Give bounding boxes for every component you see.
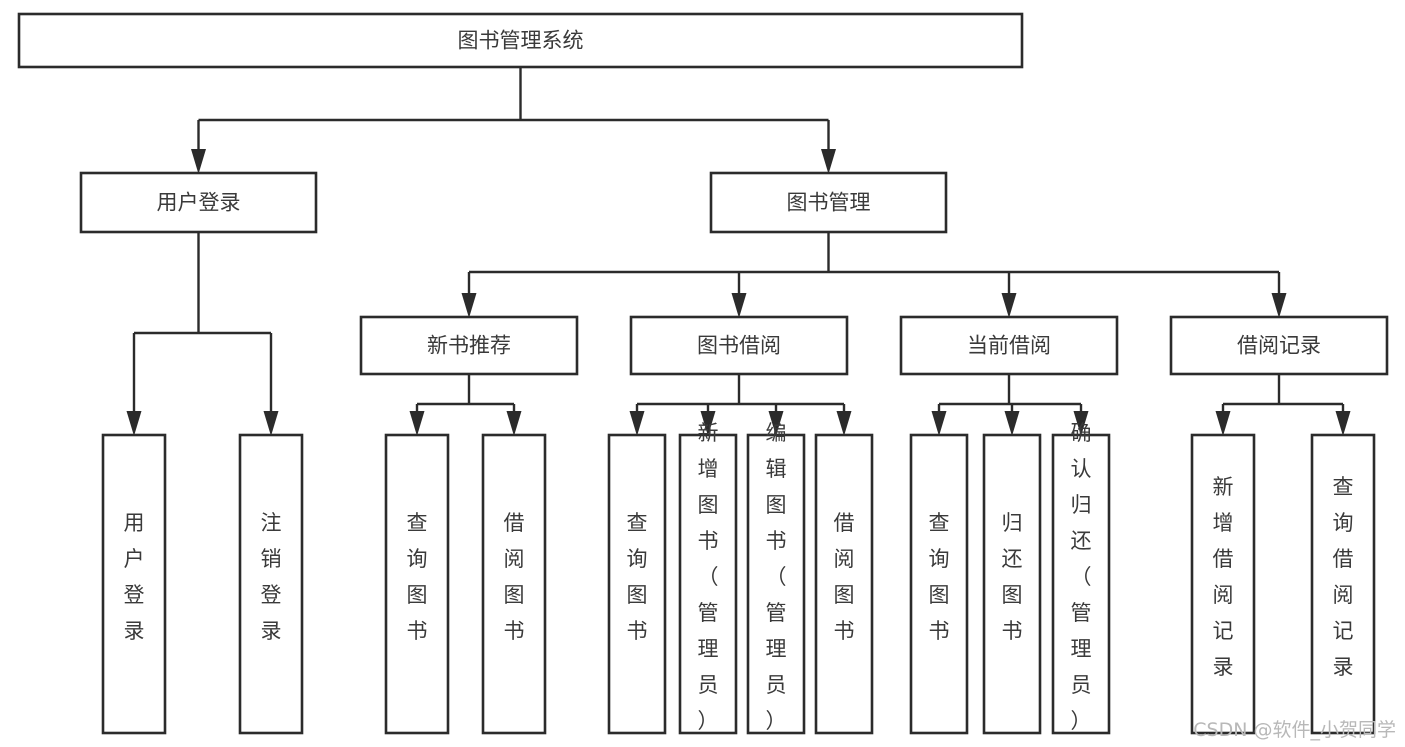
- node-layer: 图书管理系统用户登录图书管理新书推荐图书借阅当前借阅借阅记录用户登录注销登录查询…: [17, 12, 1389, 735]
- node-label-leaf-query-record: 查询借阅记录: [1333, 475, 1354, 679]
- connector-layer: [126, 67, 1351, 436]
- node-leaf-query-record[interactable]: 查询借阅记录: [1310, 433, 1376, 735]
- node-box-leaf-logout[interactable]: [238, 433, 304, 735]
- node-label-root: 图书管理系统: [458, 29, 584, 53]
- node-label-leaf-logout: 注销登录: [261, 511, 282, 643]
- node-label-leaf-borrow-book-bb: 借阅图书: [834, 511, 855, 643]
- arrow-head-icon-leaf-user-login: [126, 411, 142, 436]
- node-box-leaf-confirm-return[interactable]: [1051, 433, 1111, 735]
- node-root[interactable]: 图书管理系统: [17, 12, 1024, 69]
- arrow-head-icon-new-book-recommend: [461, 293, 477, 318]
- arrow-head-icon-leaf-add-record: [1215, 411, 1231, 436]
- node-box-book-manage[interactable]: [709, 171, 948, 234]
- node-box-leaf-query-book-bb[interactable]: [607, 433, 667, 735]
- node-label-leaf-borrow-book-nbr: 借阅图书: [504, 511, 525, 643]
- csdn-watermark: CSDN @软件_小贺同学: [1193, 719, 1396, 741]
- node-label-leaf-query-book-nbr: 查询图书: [407, 511, 428, 643]
- arrow-head-icon-borrow-record: [1271, 293, 1287, 318]
- node-box-root[interactable]: [17, 12, 1024, 69]
- node-box-new-book-recommend[interactable]: [359, 315, 579, 376]
- node-label-borrow-record: 借阅记录: [1237, 334, 1321, 358]
- node-label-leaf-user-login: 用户登录: [124, 511, 145, 643]
- arrow-head-icon-leaf-borrow-book-nbr: [506, 411, 522, 436]
- node-book-borrow[interactable]: 图书借阅: [629, 315, 849, 376]
- node-label-user-login: 用户登录: [157, 191, 241, 215]
- arrow-head-icon-leaf-logout: [263, 411, 279, 436]
- node-label-new-book-recommend: 新书推荐: [427, 334, 511, 358]
- node-label-current-borrow: 当前借阅: [967, 334, 1051, 358]
- node-box-borrow-record[interactable]: [1169, 315, 1389, 376]
- arrow-head-icon-leaf-edit-book: [768, 411, 784, 436]
- node-box-leaf-user-login[interactable]: [101, 433, 167, 735]
- node-leaf-logout[interactable]: 注销登录: [238, 433, 304, 735]
- node-box-leaf-query-book-nbr[interactable]: [384, 433, 450, 735]
- node-leaf-add-record[interactable]: 新增借阅记录: [1190, 433, 1256, 735]
- arrow-head-icon-leaf-query-book-bb: [629, 411, 645, 436]
- node-box-leaf-return-book[interactable]: [982, 433, 1042, 735]
- node-label-book-borrow: 图书借阅: [697, 334, 781, 358]
- arrow-head-icon-leaf-borrow-book-bb: [836, 411, 852, 436]
- arrow-head-icon-leaf-return-book: [1004, 411, 1020, 436]
- node-leaf-user-login[interactable]: 用户登录: [101, 433, 167, 735]
- arrow-head-icon-leaf-add-book: [700, 411, 716, 436]
- node-box-leaf-add-record[interactable]: [1190, 433, 1256, 735]
- arrow-head-icon-leaf-confirm-return: [1073, 411, 1089, 436]
- arrow-head-icon-leaf-query-book-nbr: [409, 411, 425, 436]
- node-box-user-login[interactable]: [79, 171, 318, 234]
- node-leaf-add-book[interactable]: 新增图书（管理员）: [678, 421, 738, 735]
- arrow-head-icon-book-borrow: [731, 293, 747, 318]
- arrow-head-icon-current-borrow: [1001, 293, 1017, 318]
- node-box-leaf-query-record[interactable]: [1310, 433, 1376, 735]
- node-label-leaf-add-record: 新增借阅记录: [1213, 475, 1234, 679]
- node-box-leaf-edit-book[interactable]: [746, 433, 806, 735]
- node-label-leaf-query-book-cb: 查询图书: [929, 511, 950, 643]
- node-leaf-return-book[interactable]: 归还图书: [982, 433, 1042, 735]
- node-leaf-borrow-book-bb[interactable]: 借阅图书: [814, 433, 874, 735]
- node-leaf-borrow-book-nbr[interactable]: 借阅图书: [481, 433, 547, 735]
- node-book-manage[interactable]: 图书管理: [709, 171, 948, 234]
- node-leaf-query-book-cb[interactable]: 查询图书: [909, 433, 969, 735]
- node-box-book-borrow[interactable]: [629, 315, 849, 376]
- node-leaf-edit-book[interactable]: 编辑图书（管理员）: [746, 421, 806, 735]
- node-label-leaf-edit-book: 编辑图书（管理员）: [766, 421, 787, 733]
- node-label-leaf-query-book-bb: 查询图书: [627, 511, 648, 643]
- node-current-borrow[interactable]: 当前借阅: [899, 315, 1119, 376]
- arrow-head-icon-user-login: [191, 149, 206, 174]
- node-box-current-borrow[interactable]: [899, 315, 1119, 376]
- node-box-leaf-add-book[interactable]: [678, 433, 738, 735]
- node-new-book-recommend[interactable]: 新书推荐: [359, 315, 579, 376]
- node-label-leaf-confirm-return: 确认归还（管理员）: [1071, 421, 1092, 733]
- node-label-book-manage: 图书管理: [787, 191, 871, 215]
- node-label-leaf-add-book: 新增图书（管理员）: [698, 421, 719, 733]
- node-leaf-query-book-bb[interactable]: 查询图书: [607, 433, 667, 735]
- arrow-head-icon-leaf-query-record: [1335, 411, 1351, 436]
- node-box-leaf-query-book-cb[interactable]: [909, 433, 969, 735]
- node-leaf-confirm-return[interactable]: 确认归还（管理员）: [1051, 421, 1111, 735]
- node-user-login[interactable]: 用户登录: [79, 171, 318, 234]
- node-leaf-query-book-nbr[interactable]: 查询图书: [384, 433, 450, 735]
- node-box-leaf-borrow-book-nbr[interactable]: [481, 433, 547, 735]
- arrow-head-icon-book-manage: [821, 149, 836, 174]
- node-box-leaf-borrow-book-bb[interactable]: [814, 433, 874, 735]
- node-borrow-record[interactable]: 借阅记录: [1169, 315, 1389, 376]
- node-label-leaf-return-book: 归还图书: [1002, 511, 1023, 643]
- arrow-head-icon-leaf-query-book-cb: [931, 411, 947, 436]
